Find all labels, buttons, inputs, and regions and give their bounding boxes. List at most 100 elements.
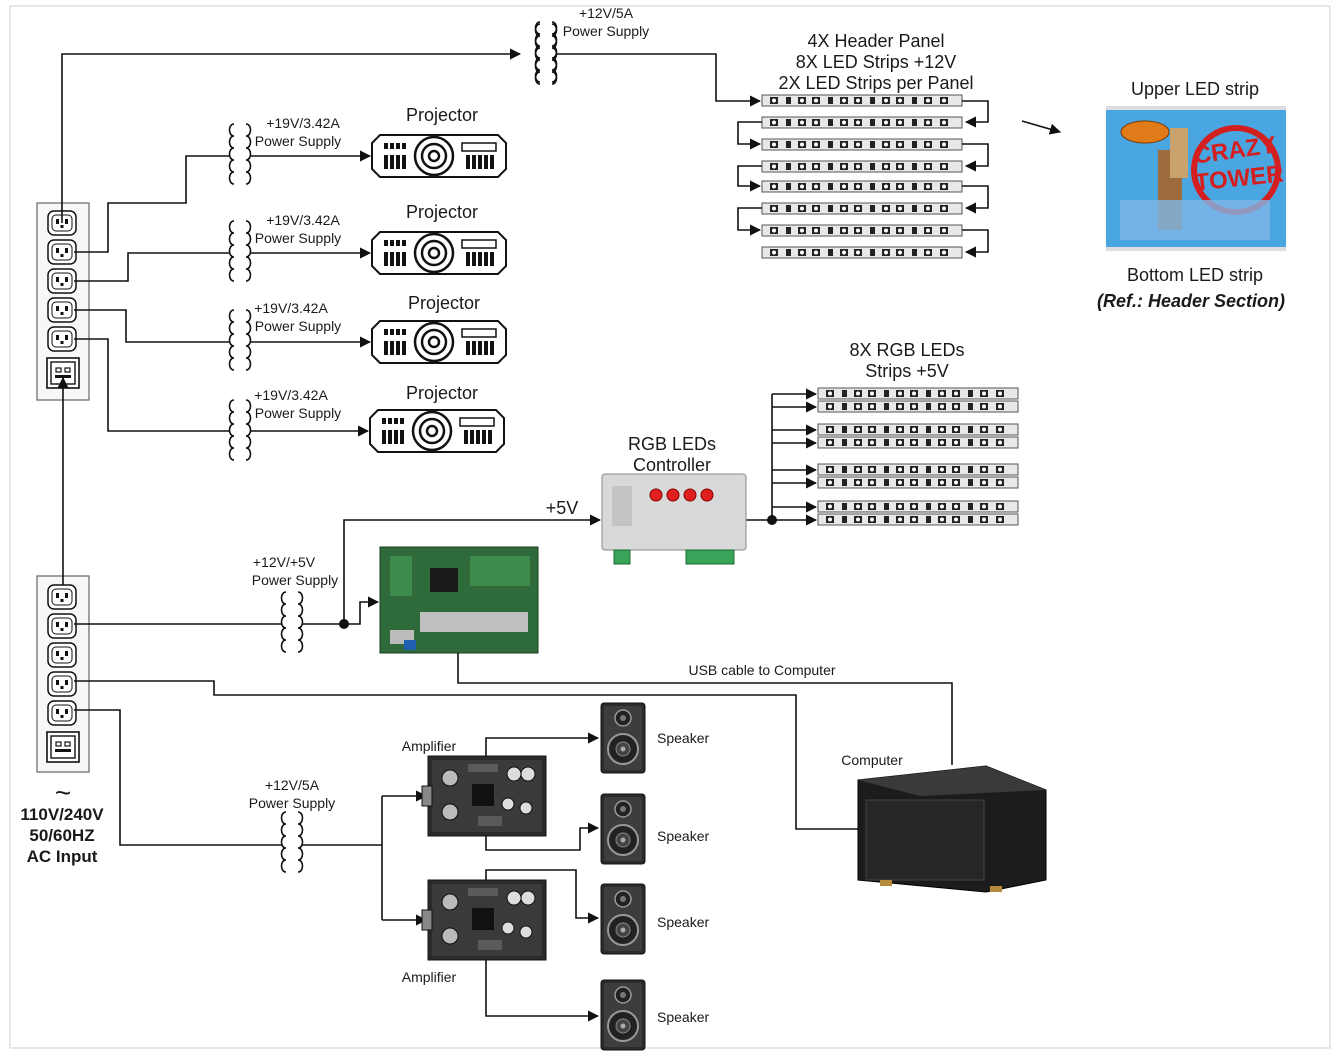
led-strip-icon (818, 437, 1018, 448)
led-strip-icon (762, 139, 962, 150)
outlet-icon (48, 240, 76, 264)
bottom-strip-label: Bottom LED strip (1127, 265, 1263, 285)
projector-label: Projector (406, 105, 478, 125)
projector-2: Projector (372, 202, 506, 274)
power-supply-label: Power Supply (252, 572, 338, 588)
projector-icon (372, 232, 506, 274)
transformer-icon (230, 400, 251, 460)
rgb-feed-wires (746, 394, 816, 525)
outlet-icon (48, 701, 76, 725)
projector-label: Projector (406, 383, 478, 403)
header-artwork: CRAZY TOWER (1106, 106, 1286, 251)
main-control-board (380, 547, 538, 653)
computer-label: Computer (841, 752, 903, 768)
speaker-3: Speaker (601, 884, 709, 954)
header-ref-label: (Ref.: Header Section) (1097, 291, 1285, 311)
voltage-label: +12V/5A (579, 5, 634, 21)
speaker-1: Speaker (601, 703, 709, 773)
projector-1: Projector (372, 105, 506, 177)
amplifier-2: Amplifier (402, 880, 546, 985)
outlet-icon (48, 672, 76, 696)
speaker-label: Speaker (657, 1009, 709, 1025)
rgb-title-line1: 8X RGB LEDs (849, 340, 964, 360)
projector-icon (372, 135, 506, 177)
transformer-icon (230, 221, 251, 281)
led-strip-icon (818, 501, 1018, 512)
voltage-label: +19V/3.42A (254, 387, 328, 403)
projector-4: Projector (370, 383, 504, 452)
header-panel: 4X Header Panel 8X LED Strips +12V 2X LE… (738, 31, 988, 258)
controller-label-line2: Controller (633, 455, 711, 475)
upper-power-strip (37, 203, 89, 400)
projector-power-supply-3: +19V/3.42A Power Supply (230, 300, 342, 370)
voltage-label: +19V/3.42A (266, 212, 340, 228)
controller-button-icon (701, 489, 713, 501)
led-strip-icon (762, 95, 962, 106)
led-strip-icon (762, 161, 962, 172)
controller-label-line1: RGB LEDs (628, 434, 716, 454)
outlet-icon (48, 269, 76, 293)
outlet-icon (48, 327, 76, 351)
power-supply-label: Power Supply (255, 230, 341, 246)
pointer-arrow-icon (1022, 121, 1060, 132)
power-supply-label: Power Supply (249, 795, 335, 811)
speaker-label: Speaker (657, 914, 709, 930)
speaker-icon (601, 794, 645, 864)
projector-3: Projector (372, 293, 506, 363)
led-strip-icon (818, 401, 1018, 412)
led-strip-icon (762, 247, 962, 258)
voltage-label: +12V/5A (265, 777, 320, 793)
projector-power-supply-4: +19V/3.42A Power Supply (230, 387, 342, 460)
led-strip-icon (762, 117, 962, 128)
projector-power-supply-1: +19V/3.42A Power Supply (230, 115, 342, 184)
projector-icon (370, 410, 504, 452)
transformer-icon (230, 310, 251, 370)
led-strip-icon (762, 203, 962, 214)
led-strip-icon (762, 225, 962, 236)
transformer-icon (282, 812, 303, 872)
header-panel-line2: 8X LED Strips +12V (796, 52, 957, 72)
projector-label: Projector (408, 293, 480, 313)
speaker-icon (601, 980, 645, 1050)
outlet-icon (48, 585, 76, 609)
rgb-strips: 8X RGB LEDs Strips +5V (746, 340, 1018, 525)
led-strip-icon (818, 464, 1018, 475)
outlet-icon (48, 298, 76, 322)
amplifier-1: Amplifier (402, 738, 546, 836)
projector-icon (372, 321, 506, 363)
usb-cable-label: USB cable to Computer (688, 662, 835, 678)
header-section: Upper LED strip CRAZY TOWER Bottom LED s… (1097, 79, 1286, 311)
voltage-label: +12V/+5V (253, 554, 316, 570)
transformer-icon (230, 124, 251, 184)
led-strip-icon (818, 424, 1018, 435)
speaker-icon (601, 884, 645, 954)
lower-power-strip (37, 576, 89, 772)
voltage-label: +19V/3.42A (266, 115, 340, 131)
ac-symbol: ~ (55, 777, 71, 808)
board-power-supply: +12V/+5V Power Supply (252, 554, 338, 652)
power-supply-label: Power Supply (255, 405, 341, 421)
speaker-label: Speaker (657, 730, 709, 746)
projector-power-supply-2: +19V/3.42A Power Supply (230, 212, 342, 281)
amp-power-supply: +12V/5A Power Supply (249, 777, 335, 872)
plus5v-label: +5V (546, 498, 579, 518)
speaker-label: Speaker (657, 828, 709, 844)
ac-input-line1: 110V/240V (20, 805, 104, 824)
iec-inlet-icon (47, 732, 79, 762)
upper-strip-label: Upper LED strip (1131, 79, 1259, 99)
header-panel-line1: 4X Header Panel (807, 31, 944, 51)
outlet-icon (48, 643, 76, 667)
speaker-2: Speaker (601, 794, 709, 864)
led-strip-icon (818, 514, 1018, 525)
projector-label: Projector (406, 202, 478, 222)
speaker-4: Speaker (601, 980, 709, 1050)
controller-button-icon (650, 489, 662, 501)
rgb-controller: RGB LEDs Controller (602, 434, 746, 564)
power-supply-label: Power Supply (563, 23, 649, 39)
ac-input-line3: AC Input (27, 847, 98, 866)
led-strip-icon (762, 181, 962, 192)
amplifier-icon (422, 880, 546, 960)
rgb-title-line2: Strips +5V (865, 361, 949, 381)
amplifier-label: Amplifier (402, 969, 457, 985)
